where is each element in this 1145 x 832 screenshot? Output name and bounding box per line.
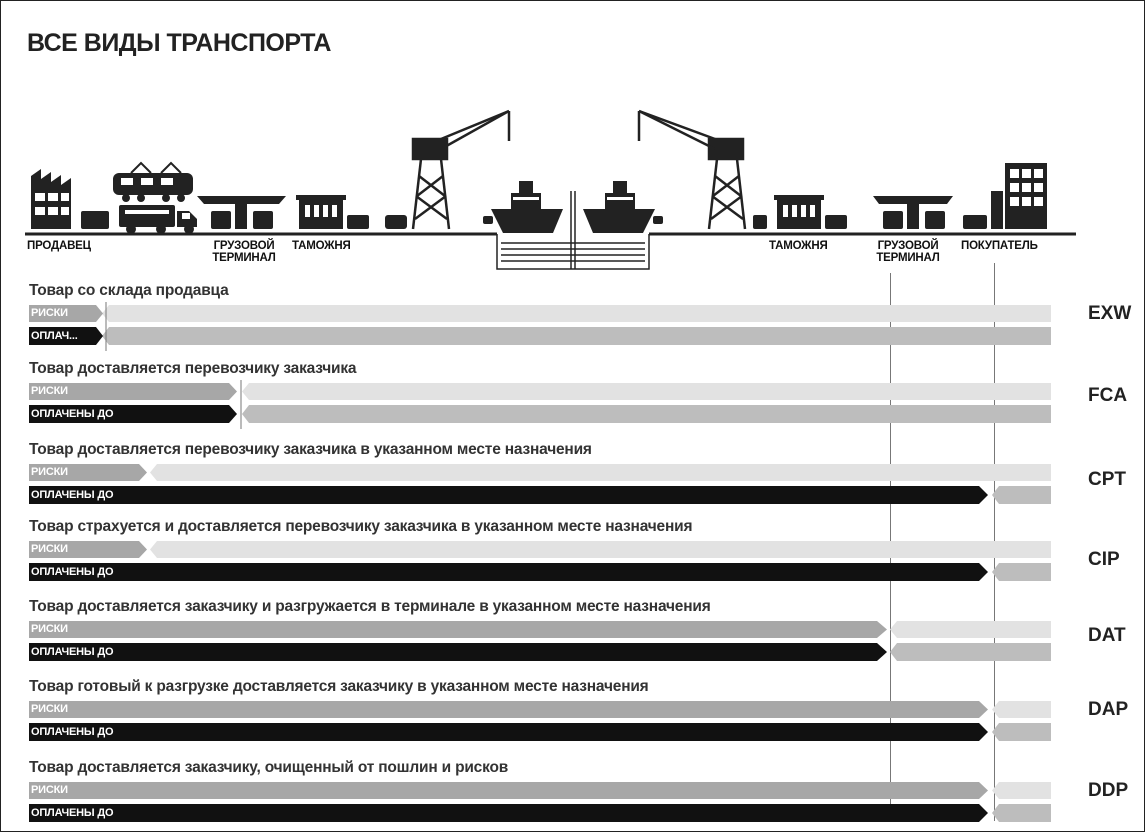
risk-remaining-bar (992, 782, 1051, 799)
row-description: Товар страхуется и доставляется перевозч… (29, 518, 693, 535)
row-bars-cpt (29, 464, 1051, 504)
location-cargo-terminal-left: ГРУЗОВОЙ ТЕРМИНАЛ (194, 240, 294, 264)
paid-label: ОПЛАЧЕНЫ ДО (31, 646, 114, 658)
paid-remaining-bar (102, 327, 1051, 345)
crane-right-icon (637, 109, 747, 230)
row-description: Товар доставляется заказчику, очищенный … (29, 759, 509, 776)
incoterm-code-cip: CIP (1088, 549, 1120, 570)
row-description: Товар доставляется заказчику и разгружае… (29, 598, 711, 615)
risk-bar (29, 621, 887, 638)
incoterm-code-exw: EXW (1088, 303, 1132, 324)
risk-label: РИСКИ (31, 703, 68, 715)
location-cargo-terminal-left-line1: ГРУЗОВОЙ (213, 240, 275, 252)
ship-left-icon (483, 181, 563, 233)
risk-label: РИСКИ (31, 623, 68, 635)
cargo-terminal-left-icon (197, 196, 286, 229)
risk-remaining-bar (150, 541, 1051, 558)
risk-label: РИСКИ (31, 307, 68, 319)
incoterm-code-cpt: CPT (1088, 469, 1126, 490)
location-seller: ПРОДАВЕЦ (27, 240, 91, 252)
risk-bar (29, 464, 147, 481)
location-cargo-terminal-right-line1: ГРУЗОВОЙ (877, 240, 939, 252)
row-bars-dat (29, 621, 1051, 661)
buyer-building-icon (963, 163, 1047, 229)
paid-bar (29, 723, 988, 741)
train-icon (113, 161, 193, 202)
row-bars-exw (29, 302, 1051, 351)
crane-left-icon (411, 109, 511, 230)
row-bars-ddp (29, 782, 1051, 822)
risk-bar (29, 383, 237, 400)
risk-remaining-bar (102, 305, 1051, 322)
truck-icon (119, 205, 197, 234)
factory-icon (31, 169, 109, 229)
risk-remaining-bar (890, 621, 1051, 638)
location-cargo-terminal-right: ГРУЗОВОЙ ТЕРМИНАЛ (858, 240, 958, 264)
dock-icon (496, 191, 650, 270)
paid-bar (29, 405, 237, 423)
location-buyer: ПОКУПАТЕЛЬ (961, 240, 1038, 252)
paid-remaining-bar (890, 643, 1051, 661)
incoterm-code-ddp: DDP (1088, 780, 1129, 801)
risk-label: РИСКИ (31, 784, 68, 796)
location-customs-left: ТАМОЖНЯ (292, 240, 351, 252)
paid-label: ОПЛАЧЕНЫ ДО (31, 408, 114, 420)
location-cargo-terminal-left-line2: ТЕРМИНАЛ (212, 252, 276, 264)
row-description: Товар готовый к разгрузке доставляется з… (29, 678, 649, 695)
risk-bar (29, 782, 988, 799)
risk-remaining-bar (242, 383, 1051, 400)
risk-bar (29, 541, 147, 558)
risk-bar (29, 305, 103, 322)
risk-label: РИСКИ (31, 543, 68, 555)
location-cargo-terminal-right-line2: ТЕРМИНАЛ (876, 252, 940, 264)
page-title: ВСЕ ВИДЫ ТРАНСПОРТА (27, 29, 331, 57)
paid-remaining-bar (992, 804, 1051, 822)
paid-label: ОПЛАЧЕНЫ ДО (31, 566, 114, 578)
row-description: Товар со склада продавца (29, 282, 229, 299)
paid-bar (29, 563, 988, 581)
paid-bar (29, 643, 887, 661)
paid-remaining-bar (992, 563, 1051, 581)
row-bars-cip (29, 541, 1051, 581)
paid-label: ОПЛАЧЕНЫ ДО (31, 726, 114, 738)
incoterm-code-fca: FCA (1088, 385, 1128, 406)
risk-label: РИСКИ (31, 466, 68, 478)
customs-left-icon (296, 195, 407, 229)
location-customs-right: ТАМОЖНЯ (769, 240, 828, 252)
transport-scene (25, 109, 1076, 270)
row-bars-dap (29, 701, 1051, 741)
paid-remaining-bar (242, 405, 1051, 423)
risk-remaining-bar (992, 701, 1051, 718)
customs-right-icon (753, 195, 847, 229)
cargo-terminal-right-icon (873, 196, 953, 229)
row-description: Товар доставляется перевозчику заказчика (29, 360, 357, 377)
risk-bar (29, 701, 988, 718)
row-description: Товар доставляется перевозчику заказчика… (29, 441, 592, 458)
paid-remaining-bar (992, 723, 1051, 741)
paid-bar (29, 486, 988, 504)
risk-label: РИСКИ (31, 385, 68, 397)
incoterm-code-dat: DAT (1088, 625, 1126, 646)
incoterm-code-dap: DAP (1088, 699, 1129, 720)
paid-label: ОПЛАЧЕНЫ ДО (31, 807, 114, 819)
paid-bar (29, 327, 103, 345)
ship-right-icon (583, 181, 663, 233)
row-bars-fca (29, 380, 1051, 429)
paid-remaining-bar (992, 486, 1051, 504)
paid-label: ОПЛАЧ... (31, 330, 78, 342)
risk-remaining-bar (150, 464, 1051, 481)
paid-bar (29, 804, 988, 822)
paid-label: ОПЛАЧЕНЫ ДО (31, 489, 114, 501)
